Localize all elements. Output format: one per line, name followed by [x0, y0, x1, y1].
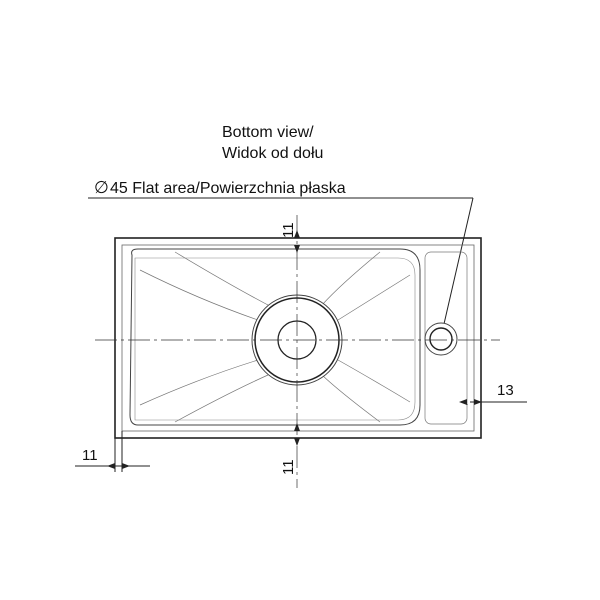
slope-line: [321, 251, 381, 306]
dim-arrow: [474, 399, 482, 405]
basin-inner-outline: [134, 257, 416, 421]
slope-line: [139, 269, 259, 321]
dim-right-13: 13: [497, 382, 514, 399]
dim-arrow: [294, 423, 300, 431]
flat-area-label: 45 Flat area/Powierzchnia płaska: [110, 180, 346, 197]
dim-top-11: 11: [280, 222, 297, 238]
title-bottom-view: Bottom view/: [222, 124, 314, 141]
slope-line: [139, 359, 259, 406]
dim-arrow: [107, 463, 115, 469]
dim-arrow: [294, 230, 300, 238]
dim-arrow: [294, 245, 300, 253]
basin-outline: [129, 248, 421, 426]
dim-arrow: [294, 438, 300, 446]
slope-line: [174, 374, 269, 423]
dim-bottom-11: 11: [280, 459, 297, 475]
dim-left-11: 11: [82, 447, 98, 464]
slope-line: [174, 251, 269, 306]
tap-hole: [429, 327, 453, 351]
slope-line: [337, 274, 411, 321]
dim-arrow: [459, 399, 467, 405]
dim-arrow: [122, 463, 130, 469]
slope-line: [337, 359, 411, 403]
slope-line: [321, 374, 381, 423]
title-widok-od-dolu: Widok od dołu: [222, 145, 323, 162]
diameter-symbol: ∅: [94, 178, 109, 197]
